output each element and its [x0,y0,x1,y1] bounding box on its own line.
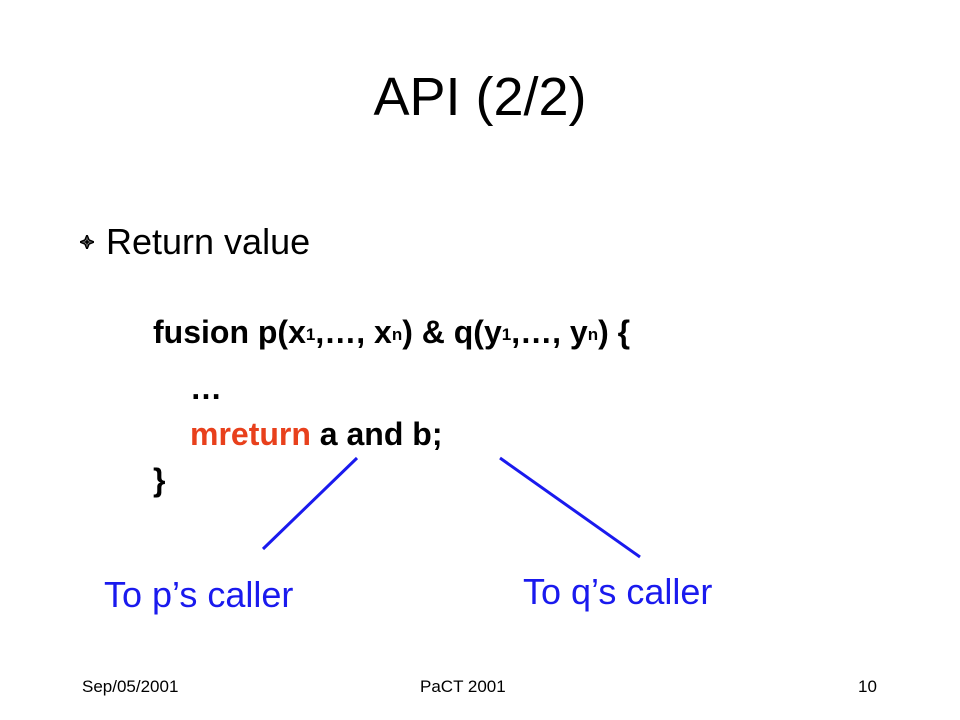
code-line-ellipsis: … [190,370,222,406]
bullet-text: Return value [106,221,311,262]
code-line-fusion-signature: fusion p(x1,…, xn) & q(y1,…, yn) { [153,312,630,355]
code-text: a and b; [310,416,443,452]
code-line-mreturn: mreturn a and b; [190,414,442,454]
annotation-q-caller: To q’s caller [523,571,713,612]
code-text: ,…, x [315,314,392,350]
bullet-item-return-value: Return value [80,218,310,266]
code-subscript: 1 [305,325,316,344]
pointer-line-q-caller [499,456,641,559]
diamond-bullet-icon [80,235,94,249]
slide-title: API (2/2) [373,67,587,127]
code-subscript: n [587,325,599,344]
code-text: fusion p(x [153,314,306,350]
annotation-p-caller: To p’s caller [104,574,294,615]
footer-conference: PaCT 2001 [420,677,506,696]
code-text: ,…, y [511,314,588,350]
code-text: ) & q(y [402,314,502,350]
code-keyword-mreturn: mreturn [190,416,311,452]
footer-date: Sep/05/2001 [82,677,179,696]
pointer-line-p-caller [261,456,359,551]
code-subscript: n [391,325,403,344]
footer-page-number: 10 [858,677,877,696]
code-text: ) { [598,314,631,350]
code-subscript: 1 [501,325,512,344]
code-line-closing-brace: } [153,462,166,498]
